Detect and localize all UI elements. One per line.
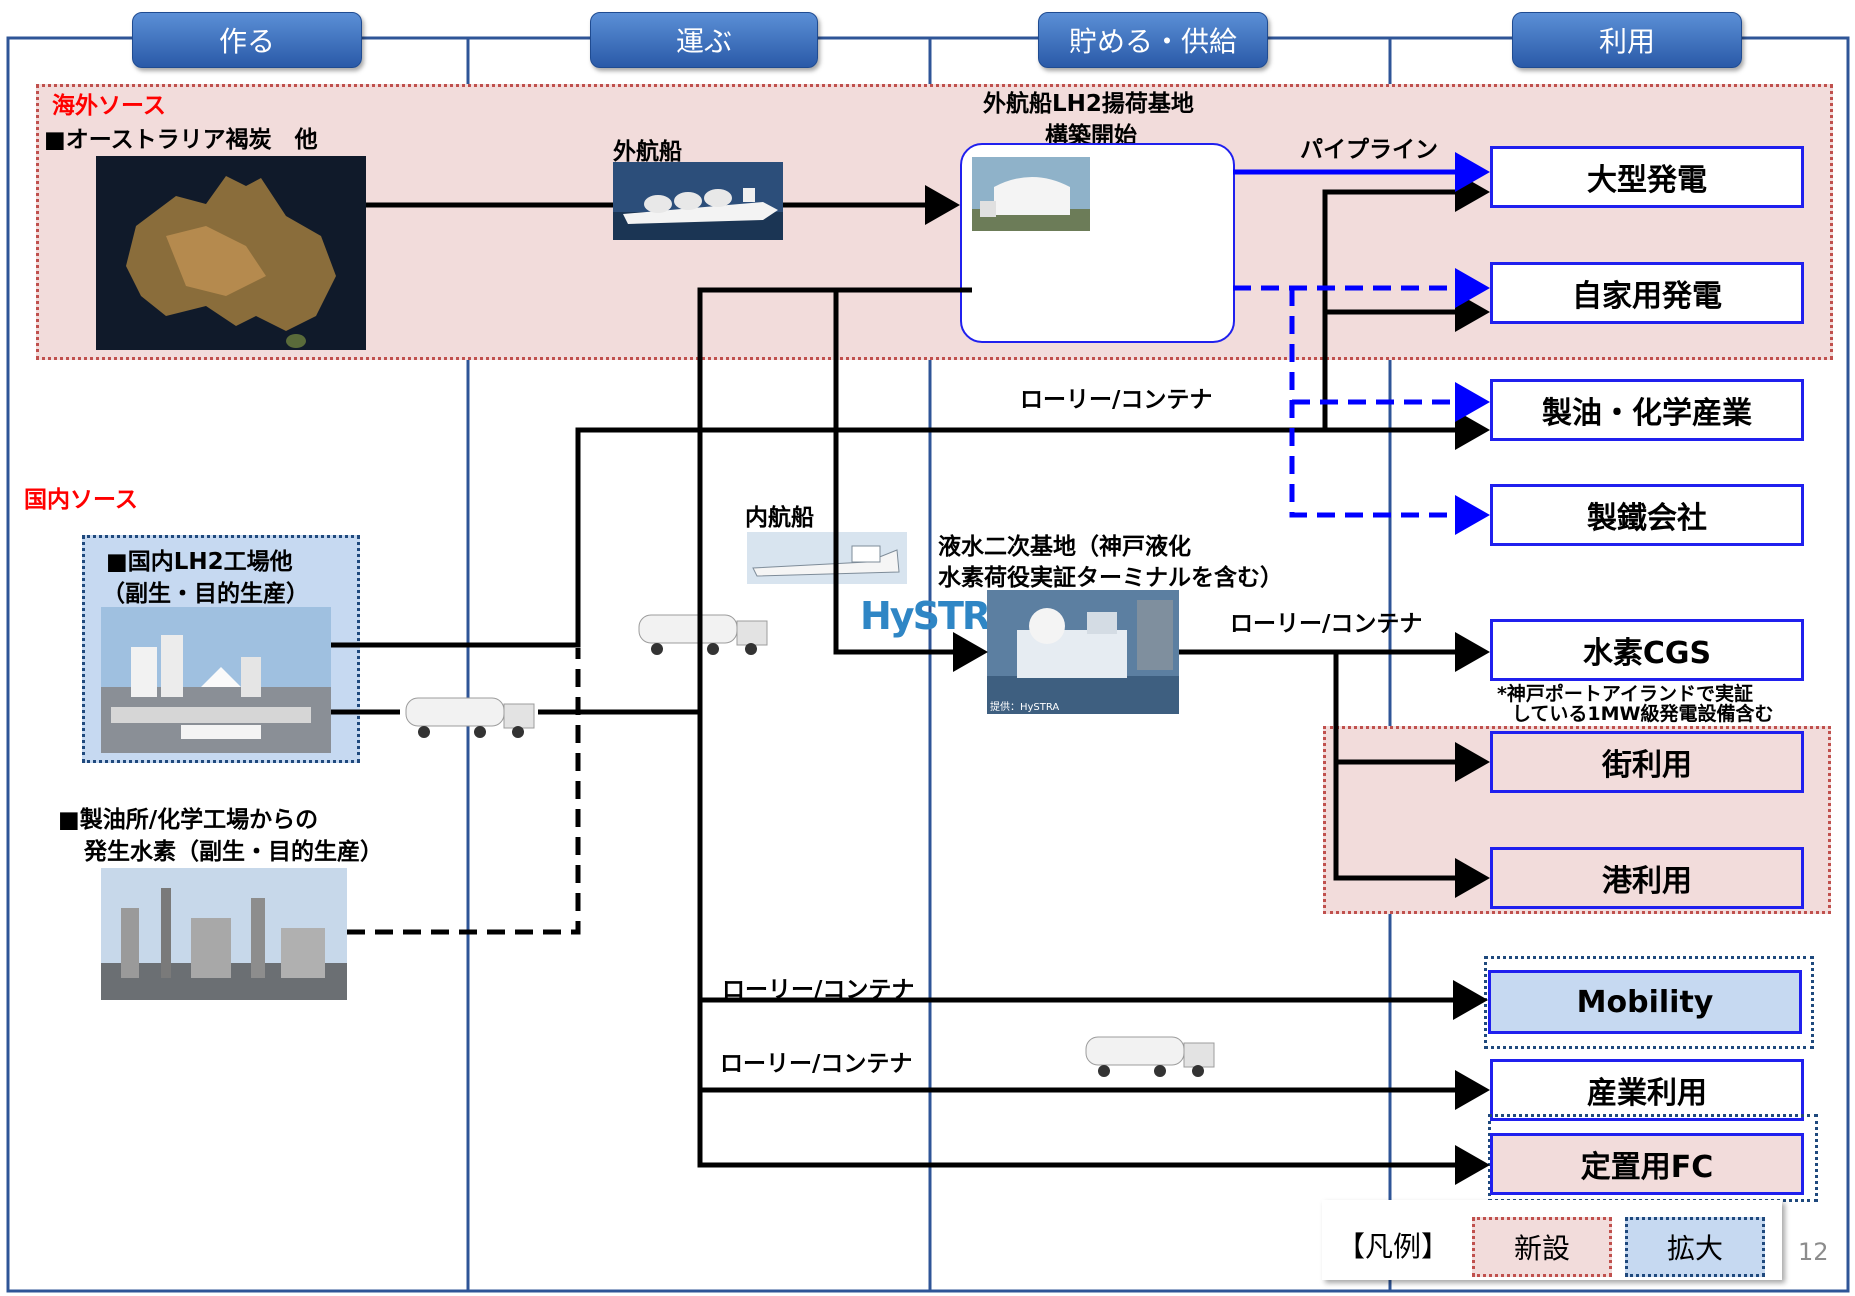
secondary-base-label-2: 水素荷役実証ターミナルを含む） — [938, 565, 1283, 591]
australia-label: ■オーストラリア褐炭 他 — [44, 127, 318, 153]
refinery-label-1: ■製油所/化学工場からの — [58, 807, 319, 833]
coastal-ship-image — [747, 532, 907, 584]
legend-title: 【凡例】 — [1336, 1230, 1449, 1263]
domestic-lh2-label-2: （副生・目的生産） — [102, 581, 309, 607]
legend-new: 新設 — [1472, 1217, 1612, 1277]
lorry-label-2: ローリー/コンテナ — [1230, 611, 1423, 637]
domestic-lh2-label-1: ■国内LH2工場他 — [106, 549, 293, 575]
dest-city-use: 街利用 — [1490, 731, 1804, 793]
refinery-label-2: 発生水素（副生・目的生産） — [84, 839, 383, 865]
lh2-plant-image — [101, 607, 331, 753]
header-make: 作る — [132, 12, 362, 68]
lorry-label-4: ローリー/コンテナ — [720, 1051, 913, 1077]
dest-refining-chemical: 製油・化学産業 — [1490, 379, 1804, 441]
terminal-photo-credit: 提供：HySTRA — [990, 702, 1060, 713]
dest-private-power: 自家用発電 — [1490, 262, 1804, 324]
domestic-source-title: 国内ソース — [24, 487, 138, 513]
coastal-ship-label: 内航船 — [745, 505, 814, 531]
ocean-ship-label: 外航船 — [613, 139, 682, 165]
tanker-truck-image-3 — [1085, 1036, 1215, 1077]
ocean-ship-image — [613, 162, 783, 240]
secondary-base-label-1: 液水二次基地（神戸液化 — [938, 534, 1191, 560]
refinery-image — [101, 868, 347, 1000]
dest-port-use: 港利用 — [1490, 847, 1804, 909]
pipeline-label: パイプライン — [1300, 137, 1438, 163]
dest-stationary-fc: 定置用FC — [1490, 1133, 1804, 1195]
lh2-tank-image — [972, 157, 1090, 231]
page-number: 12 — [1798, 1238, 1829, 1266]
dest-large-power: 大型発電 — [1490, 146, 1804, 208]
header-store-supply: 貯める・供給 — [1038, 12, 1268, 68]
header-use: 利用 — [1512, 12, 1742, 68]
import-base-label-1: 外航船LH2揚荷基地 — [983, 91, 1194, 117]
hydrogen-terminal-image — [987, 590, 1179, 714]
dest-industrial-use: 産業利用 — [1490, 1059, 1804, 1121]
dest-mobility: Mobility — [1488, 970, 1802, 1034]
header-transport: 運ぶ — [590, 12, 818, 68]
overseas-source-title: 海外ソース — [52, 93, 166, 119]
cgs-note-2: している1MW級発電設備含む — [1512, 703, 1774, 725]
cgs-note-1: *神戸ポートアイランドで実証 — [1497, 683, 1753, 705]
lorry-label-1: ローリー/コンテナ — [1020, 387, 1213, 413]
dest-hydrogen-cgs: 水素CGS — [1490, 619, 1804, 681]
tanker-truck-image-1 — [638, 614, 768, 655]
legend-expand: 拡大 — [1625, 1217, 1765, 1277]
australia-map-image — [96, 156, 366, 350]
tanker-truck-image-2 — [405, 697, 535, 738]
dest-steel: 製鐵会社 — [1490, 484, 1804, 546]
